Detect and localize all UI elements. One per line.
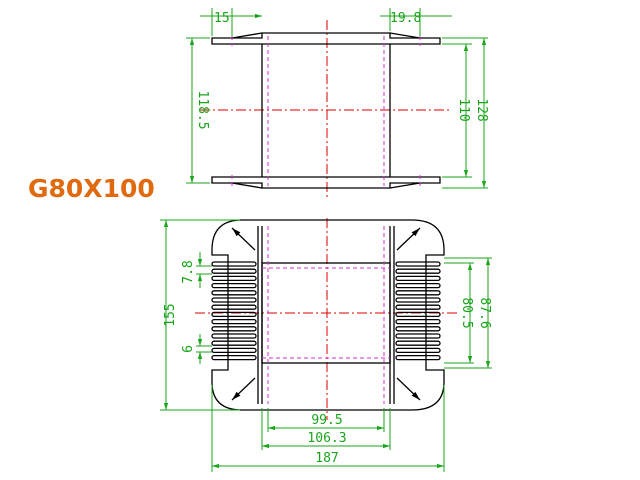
fin-right xyxy=(395,268,441,274)
bottom-flange xyxy=(211,176,441,189)
fin-right xyxy=(395,347,441,354)
fins-left xyxy=(211,261,257,361)
fin-right xyxy=(395,318,441,325)
dim-inner-height: 80.5 xyxy=(459,297,474,328)
plan-outline xyxy=(211,219,445,411)
fin-right xyxy=(395,297,441,303)
fin-right xyxy=(395,326,441,332)
dim-right-height-inner: 110 xyxy=(456,98,471,121)
fin-left xyxy=(211,326,257,332)
plan-view: 155 7.8 6 80.5 87.6 99.5 106.3 xyxy=(160,218,492,472)
dim-top-flange-right: 19.8 xyxy=(390,11,421,26)
dim-overall-height: 155 xyxy=(163,303,178,326)
fin-right xyxy=(395,304,441,310)
fin-left xyxy=(211,318,257,325)
dim-top-flange-width: 15 xyxy=(214,11,230,26)
fin-left xyxy=(211,340,257,346)
side-view: 15 19.8 118.5 110 128 xyxy=(186,8,489,198)
fin-left xyxy=(211,333,257,339)
dim-outer-inner-height: 87.6 xyxy=(477,297,492,328)
dim-overall-width: 187 xyxy=(315,451,338,466)
dim-body-width: 106.3 xyxy=(307,431,346,446)
fin-right xyxy=(395,261,441,267)
fin-right xyxy=(395,311,441,318)
fin-left xyxy=(211,311,257,318)
fin-left xyxy=(211,275,257,282)
dim-window-width: 99.5 xyxy=(311,413,342,428)
fin-left xyxy=(211,304,257,310)
fins-right xyxy=(395,261,441,361)
fin-right xyxy=(395,290,441,296)
dim-fin-thickness: 6 xyxy=(181,345,196,353)
fin-right xyxy=(395,282,441,289)
fin-right xyxy=(395,275,441,282)
fin-left xyxy=(211,290,257,296)
fin-left xyxy=(211,268,257,274)
dim-side-height-outer: 118.5 xyxy=(195,90,210,129)
fin-right xyxy=(395,340,441,346)
fin-left xyxy=(211,354,257,361)
fin-left xyxy=(211,261,257,267)
fin-left xyxy=(211,282,257,289)
dim-right-height-outer: 128 xyxy=(474,98,489,121)
fin-left xyxy=(211,347,257,354)
product-title: G80X100 xyxy=(28,174,155,203)
dim-fin-pitch: 7.8 xyxy=(181,260,196,283)
fin-right xyxy=(395,333,441,339)
fin-right xyxy=(395,354,441,361)
top-flange xyxy=(211,32,441,45)
fin-left xyxy=(211,297,257,303)
